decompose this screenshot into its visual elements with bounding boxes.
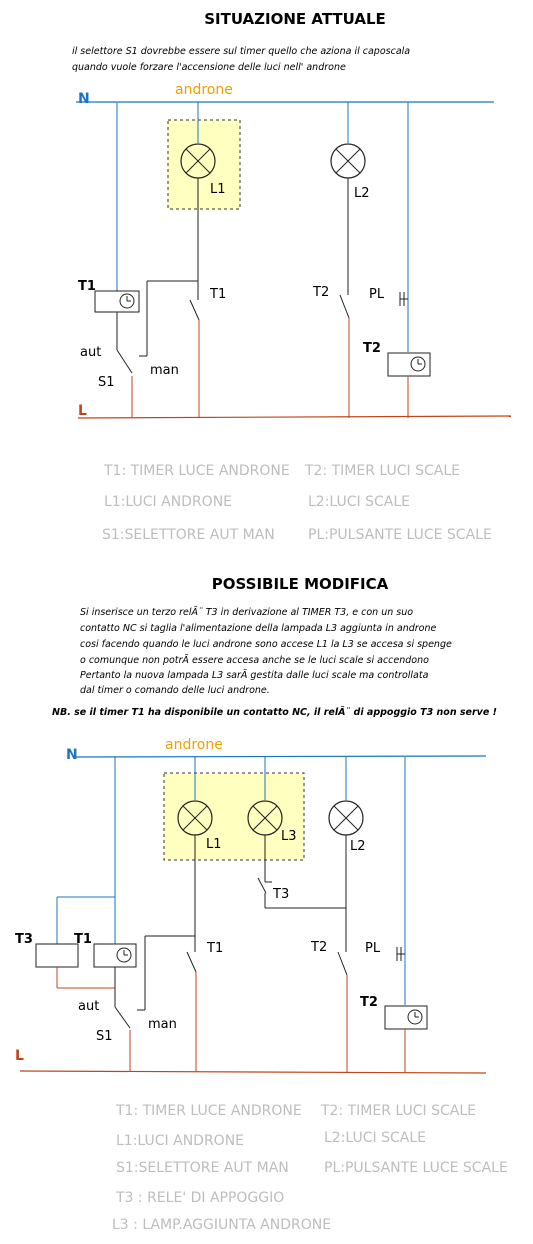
bottom-neutral-line — [75, 755, 487, 758]
bottom-legend-t2: T2: TIMER LUCI SCALE — [320, 1103, 476, 1119]
top-legend-s1: S1:SELETTORE AUT MAN — [102, 527, 275, 543]
bottom-l3-label: L3 — [281, 829, 297, 844]
bottom-pl-label: PL — [365, 941, 381, 956]
bottom-s1-label: S1 — [96, 1029, 113, 1044]
top-t1-contact-blade — [189, 299, 200, 321]
bottom-man-label: man — [148, 1017, 177, 1032]
top-lamp-l2 — [330, 143, 366, 179]
bottom-legend-s1: S1:SELETTORE AUT MAN — [116, 1160, 289, 1176]
top-androne-area — [167, 119, 241, 210]
bottom-note-line-1: Si inserisce un terzo relÃ¨ T3 in deriva… — [80, 607, 413, 618]
top-s1-blade — [116, 349, 133, 374]
bottom-legend-l3: L3 : LAMP.AGGIUNTA ANDRONE — [112, 1217, 331, 1233]
bottom-t3-contact-label: T3 — [272, 887, 289, 902]
bottom-t1-timer — [93, 943, 137, 968]
top-t2-contact-blade — [339, 294, 350, 319]
bottom-s1-blade — [114, 1006, 131, 1029]
bottom-t3-contact-blade — [257, 877, 267, 894]
top-legend-l2: L2:LUCI SCALE — [308, 494, 410, 510]
bottom-t2-box-label: T2 — [360, 995, 378, 1010]
top-l-label: L — [78, 403, 87, 419]
top-pl-label: PL — [369, 287, 385, 302]
top-t1-contact-label: T1 — [209, 287, 226, 302]
bottom-t2-contact-label: T2 — [310, 940, 327, 955]
bottom-t3-box-label: T3 — [15, 932, 33, 947]
bottom-note-line-6: dal timer o comando delle luci androne. — [80, 685, 270, 696]
bottom-t2-timer — [384, 1005, 428, 1030]
top-aut-label: aut — [80, 345, 101, 360]
top-l1-label: L1 — [210, 182, 226, 197]
bottom-n-label: N — [66, 747, 78, 763]
bottom-lamp-l2 — [328, 800, 364, 836]
bottom-androne-area — [163, 772, 305, 861]
top-androne-label: androne — [175, 82, 233, 98]
top-n-label: N — [78, 91, 90, 107]
bottom-aut-label: aut — [78, 999, 99, 1014]
bottom-t1-box-label: T1 — [74, 932, 92, 947]
bottom-legend-t3: T3 : RELE' DI APPOGGIO — [115, 1190, 284, 1206]
top-title: SITUAZIONE ATTUALE — [204, 10, 386, 28]
top-l2-label: L2 — [354, 186, 370, 201]
top-man-label: man — [150, 363, 179, 378]
top-t1-box-label: T1 — [78, 279, 96, 294]
top-legend-t1: T1: TIMER LUCE ANDRONE — [103, 463, 290, 479]
bottom-androne-label: androne — [165, 737, 223, 753]
bottom-t2-contact-blade — [337, 951, 348, 976]
top-legend-l1: L1:LUCI ANDRONE — [104, 494, 232, 510]
top-note-line-2: quando vuole forzare l'accensione delle … — [72, 62, 346, 73]
top-t2-contact-label: T2 — [312, 285, 329, 300]
top-s1-label: S1 — [98, 375, 115, 390]
bottom-phase-line — [19, 1070, 487, 1074]
bottom-t3-relay — [35, 943, 79, 968]
top-t2-box-label: T2 — [363, 341, 381, 356]
bottom-note-line-2: contatto NC si taglia l'alimentazione de… — [80, 623, 437, 634]
top-phase-line — [77, 415, 512, 419]
bottom-legend-l1: L1:LUCI ANDRONE — [116, 1133, 244, 1149]
bottom-nb-note: NB. se il timer T1 ha disponibile un con… — [52, 707, 497, 718]
bottom-note-line-4: o comunque non potrÃ essere accesa anche… — [80, 655, 429, 666]
bottom-title: POSSIBILE MODIFICA — [212, 575, 389, 593]
bottom-note-line-5: Pertanto la nuova lampada L3 sarÃ gestit… — [80, 670, 429, 681]
bottom-t1-contact-blade — [186, 951, 197, 973]
top-t2-timer — [387, 352, 431, 377]
bottom-t1-contact-label: T1 — [206, 941, 223, 956]
bottom-note-line-3: cosi facendo quando le luci androne sono… — [80, 639, 452, 650]
bottom-l1-label: L1 — [206, 837, 222, 852]
bottom-legend-l2: L2:LUCI SCALE — [324, 1130, 426, 1146]
top-note-line-1: il selettore S1 dovrebbe essere sul time… — [72, 46, 410, 57]
top-t1-timer — [94, 290, 140, 313]
bottom-legend-pl: PL:PULSANTE LUCE SCALE — [324, 1160, 508, 1176]
top-legend-t2: T2: TIMER LUCI SCALE — [304, 463, 460, 479]
bottom-pl-button — [396, 947, 405, 961]
bottom-l-label: L — [15, 1048, 24, 1064]
bottom-legend-t1: T1: TIMER LUCE ANDRONE — [115, 1103, 302, 1119]
bottom-l2-label: L2 — [350, 839, 366, 854]
top-pl-button — [399, 292, 408, 306]
top-legend-pl: PL:PULSANTE LUCE SCALE — [308, 527, 492, 543]
